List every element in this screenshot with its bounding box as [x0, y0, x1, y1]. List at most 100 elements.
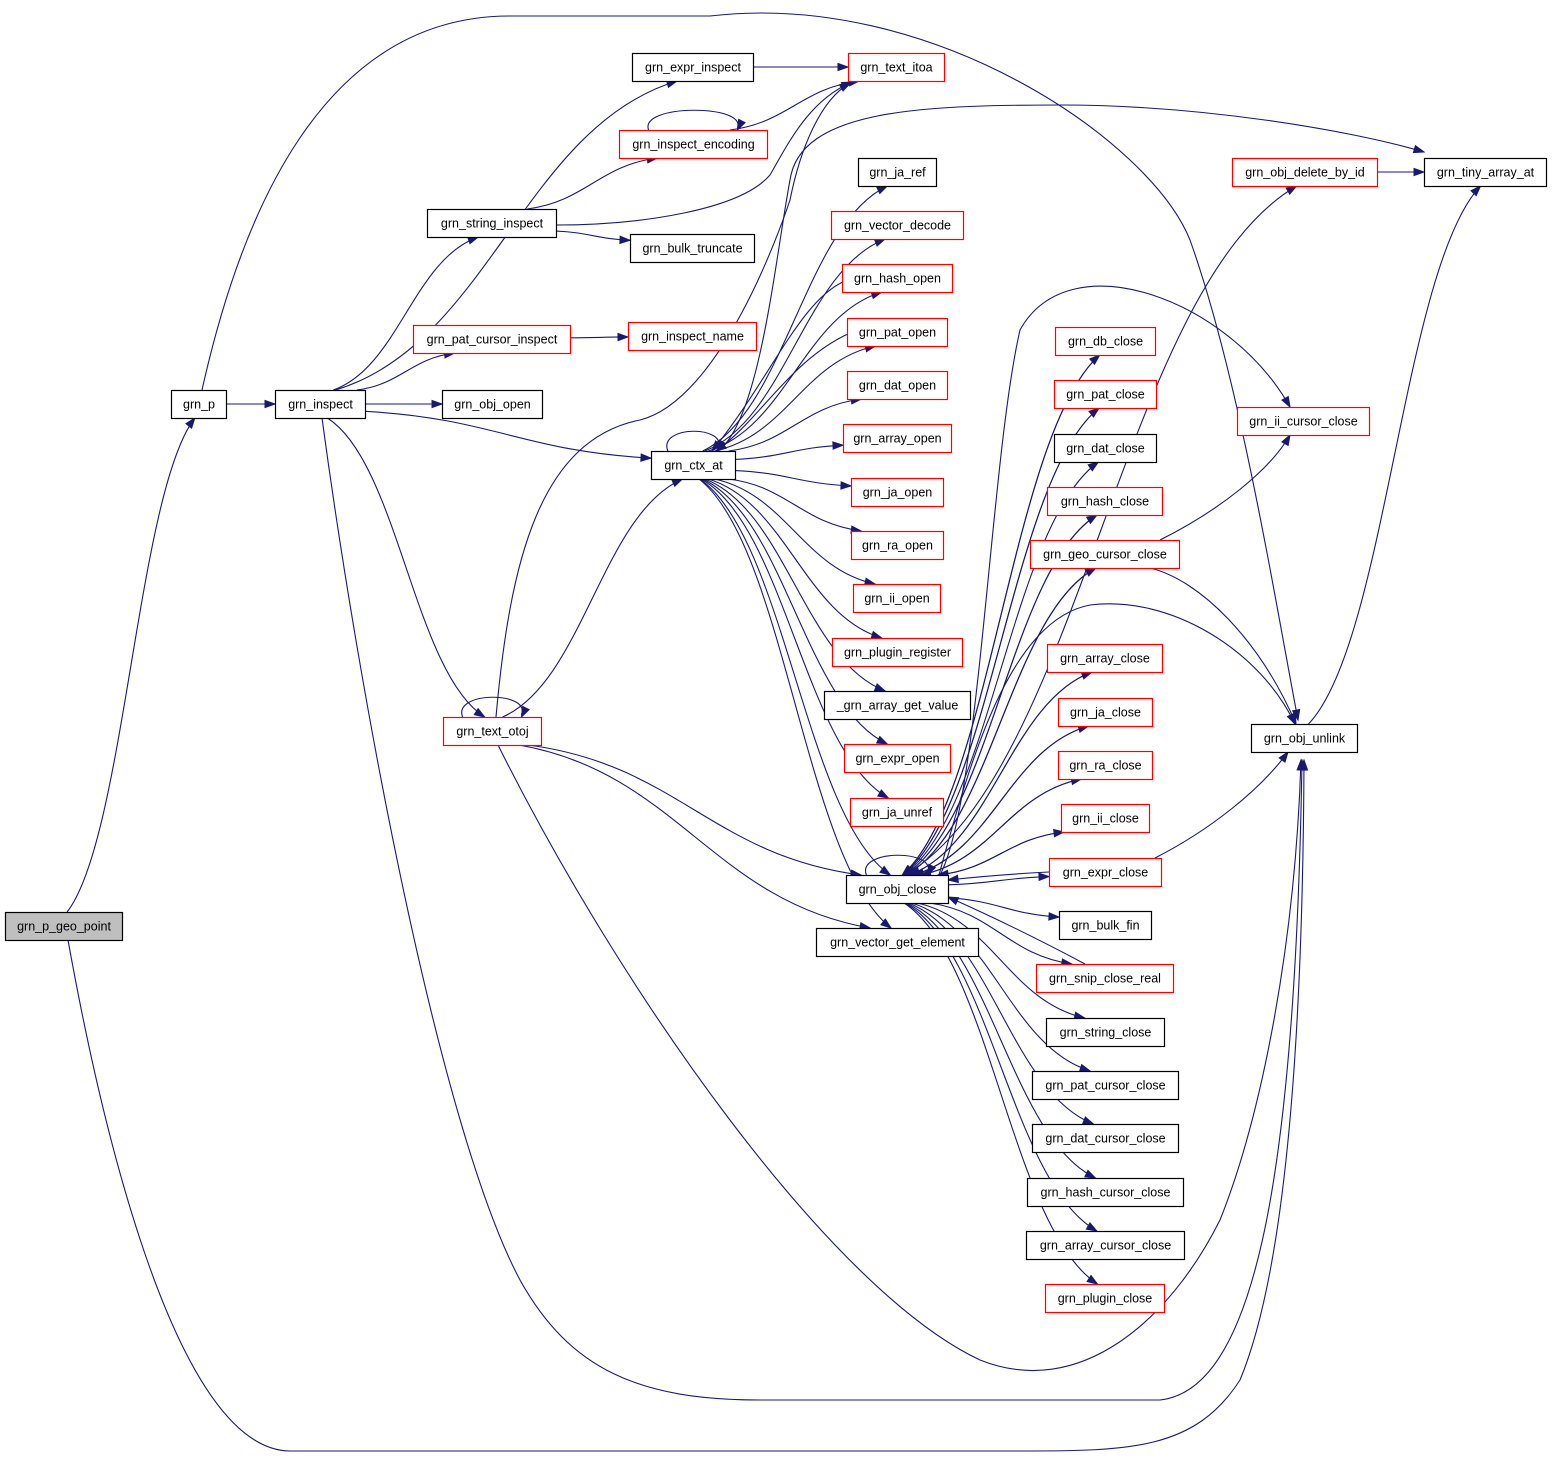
node-grn-obj-unlink[interactable]: grn_obj_unlink	[1250, 723, 1359, 754]
node-grn-obj-close[interactable]: grn_obj_close	[845, 874, 950, 905]
node-grn-ja-close[interactable]: grn_ja_close	[1057, 697, 1154, 728]
node-grn-inspect[interactable]: grn_inspect	[274, 389, 367, 420]
node-label: grn_geo_cursor_close	[1043, 548, 1167, 562]
node-box	[1236, 406, 1371, 437]
node-grn-ii-close[interactable]: grn_ii_close	[1060, 803, 1151, 834]
edge-grn_ctx_at-to-grn_expr_open-arrowhead	[875, 735, 889, 745]
node-grn-expr-open[interactable]: grn_expr_open	[843, 743, 952, 774]
edge-grn_ctx_at-to-grn_obj_close-line	[699, 478, 891, 876]
edge-grn_ctx_at-to-grn_plugin_register-arrowhead	[870, 630, 884, 640]
edge-grn_text_otoj-to-grn_obj_unlink-line	[497, 744, 1302, 1371]
node-box	[846, 317, 949, 348]
edge-grn_ctx_at-to-grn_pat_open-line	[714, 345, 876, 452]
node-grn-db-close[interactable]: grn_db_close	[1054, 326, 1157, 357]
node-grn-hash-cursor-close[interactable]: grn_hash_cursor_close	[1026, 1177, 1185, 1208]
node-grn-pat-cursor-close[interactable]: grn_pat_cursor_close	[1031, 1070, 1180, 1101]
node-grn-plugin-register[interactable]: grn_plugin_register	[831, 637, 964, 668]
edge-grn_obj_close-to-grn_dat_cursor_close-arrowhead	[1081, 1116, 1095, 1125]
node-label: grn_hash_close	[1061, 495, 1149, 509]
node-grn-array-close[interactable]: grn_array_close	[1046, 643, 1164, 674]
node-box	[1250, 723, 1359, 754]
node-grn-text-itoa[interactable]: grn_text_itoa	[847, 52, 946, 83]
edge-grn_ctx_at-to-grn_ja_open	[734, 470, 853, 490]
node-grn-snip-close-real[interactable]: grn_snip_close_real	[1035, 963, 1175, 994]
node-box	[850, 530, 945, 561]
node-grn-expr-inspect[interactable]: grn_expr_inspect	[631, 52, 755, 83]
node-grn-hash-close[interactable]: grn_hash_close	[1046, 486, 1164, 517]
node-grn-inspect-encoding[interactable]: grn_inspect_encoding	[618, 129, 769, 160]
node-grn-p[interactable]: grn_p	[170, 389, 228, 420]
node-box	[1025, 1230, 1186, 1261]
node-box	[857, 157, 938, 188]
node-grn-inspect-name[interactable]: grn_inspect_name	[627, 321, 758, 352]
node-label: grn_ja_ref	[869, 166, 926, 180]
node-grn-dat-close[interactable]: grn_dat_close	[1053, 433, 1158, 464]
node-label: grn_dat_open	[859, 379, 936, 393]
edge-grn_ii_close-to-grn_obj_close	[936, 831, 1065, 879]
edge-grn_ctx_at-to-grn_vector_get_element-arrowhead	[880, 918, 893, 929]
node-grn-ii-open[interactable]: grn_ii_open	[852, 583, 942, 614]
edge-grn_inspect_encoding-to-grn_inspect_encoding-arrowhead	[736, 118, 746, 132]
edge-grn_obj_close-to-grn_bulk_fin-line	[947, 897, 1060, 918]
edge-grn_ra_close-to-grn_obj_close-line	[920, 778, 1082, 876]
node-grn-ja-open[interactable]: grn_ja_open	[850, 477, 945, 508]
node-grn-vector-get-element[interactable]: grn_vector_get_element	[815, 927, 980, 958]
node--grn-array-get-value[interactable]: _grn_array_get_value	[823, 690, 972, 721]
edge-grn_ctx_at-to-grn_tiny_array_at	[717, 104, 1426, 452]
node-grn-p-geo-point[interactable]: grn_p_geo_point	[4, 911, 124, 942]
node-grn-ctx-at[interactable]: grn_ctx_at	[650, 450, 737, 481]
node-grn-pat-open[interactable]: grn_pat_open	[846, 317, 949, 348]
node-label: grn_vector_decode	[844, 219, 951, 233]
edge-grn_text_otoj-to-grn_text_otoj-arrowhead	[520, 705, 530, 719]
edge-grn_inspect-to-grn_text_otoj-line	[327, 417, 485, 718]
node-grn-ja-ref[interactable]: grn_ja_ref	[857, 157, 938, 188]
edge-grn_obj_close-to-grn_expr_close-line	[947, 876, 1050, 886]
node-grn-ii-cursor-close[interactable]: grn_ii_cursor_close	[1236, 406, 1371, 437]
node-grn-bulk-fin[interactable]: grn_bulk_fin	[1058, 910, 1153, 941]
node-grn-ra-close[interactable]: grn_ra_close	[1057, 750, 1154, 781]
edge-grn_obj_close-to-grn_expr_close	[947, 872, 1051, 886]
node-grn-ra-open[interactable]: grn_ra_open	[850, 530, 945, 561]
node-grn-dat-cursor-close[interactable]: grn_dat_cursor_close	[1031, 1123, 1180, 1154]
edge-grn_p-to-grn_obj_unlink-line	[201, 12, 1299, 721]
node-box	[1044, 1283, 1166, 1314]
node-grn-plugin-close[interactable]: grn_plugin_close	[1044, 1283, 1166, 1314]
edge-grn_geo_cursor_close-to-grn_ii_cursor_close	[1159, 433, 1291, 541]
edge-grn_obj_close-to-grn_obj_delete_by_id-line	[904, 185, 1297, 876]
edge-grn_ctx_at-to-grn_plugin_register-line	[708, 478, 882, 639]
edge-grn_obj_close-to-grn_plugin_close-arrowhead	[1086, 1274, 1099, 1285]
edge-grn_obj_close-to-grn_dat_close-arrowhead	[1087, 461, 1100, 472]
edge-grn_p-to-grn_inspect	[225, 399, 277, 409]
node-grn-ja-unref[interactable]: grn_ja_unref	[849, 797, 945, 828]
node-grn-array-cursor-close[interactable]: grn_array_cursor_close	[1025, 1230, 1186, 1261]
node-grn-tiny-array-at[interactable]: grn_tiny_array_at	[1423, 157, 1548, 188]
node-label: grn_pat_close	[1066, 388, 1145, 402]
node-grn-array-open[interactable]: grn_array_open	[842, 423, 953, 454]
node-grn-string-inspect[interactable]: grn_string_inspect	[426, 208, 558, 239]
node-grn-bulk-truncate[interactable]: grn_bulk_truncate	[629, 233, 756, 264]
node-grn-string-close[interactable]: grn_string_close	[1045, 1017, 1166, 1048]
node-grn-text-otoj[interactable]: grn_text_otoj	[442, 716, 543, 747]
node-grn-expr-close[interactable]: grn_expr_close	[1048, 857, 1163, 888]
node-grn-obj-delete-by-id[interactable]: grn_obj_delete_by_id	[1231, 157, 1379, 188]
edge-grn_obj_delete_by_id-to-grn_tiny_array_at-arrowhead	[1413, 167, 1426, 177]
edge-grn_ctx_at-to-grn_ja_open-line	[734, 470, 852, 487]
node-grn-dat-open[interactable]: grn_dat_open	[846, 370, 949, 401]
edge-grn_geo_cursor_close-to-grn_obj_close-line	[905, 567, 1097, 876]
node-label: grn_bulk_fin	[1071, 919, 1139, 933]
node-box	[1053, 433, 1158, 464]
node-grn-pat-cursor-inspect[interactable]: grn_pat_cursor_inspect	[412, 324, 572, 355]
node-grn-geo-cursor-close[interactable]: grn_geo_cursor_close	[1029, 539, 1181, 570]
node-grn-vector-decode[interactable]: grn_vector_decode	[830, 210, 965, 241]
edge-grn_inspect-to-grn_text_otoj-arrowhead	[473, 707, 486, 718]
edge-grn_ctx_at-to-_grn_array_get_value-line	[704, 478, 886, 692]
edge-grn_expr_close-to-grn_obj_close	[946, 871, 1050, 884]
node-label: grn_plugin_close	[1058, 1292, 1153, 1306]
edge-grn_hash_open-to-grn_ctx_at-arrowhead	[711, 440, 722, 453]
node-grn-pat-close[interactable]: grn_pat_close	[1053, 379, 1158, 410]
node-label: grn_tiny_array_at	[1437, 166, 1535, 180]
node-grn-hash-open[interactable]: grn_hash_open	[841, 263, 954, 294]
node-box	[1231, 157, 1379, 188]
node-label: grn_ja_open	[863, 486, 933, 500]
node-grn-obj-open[interactable]: grn_obj_open	[441, 389, 544, 420]
